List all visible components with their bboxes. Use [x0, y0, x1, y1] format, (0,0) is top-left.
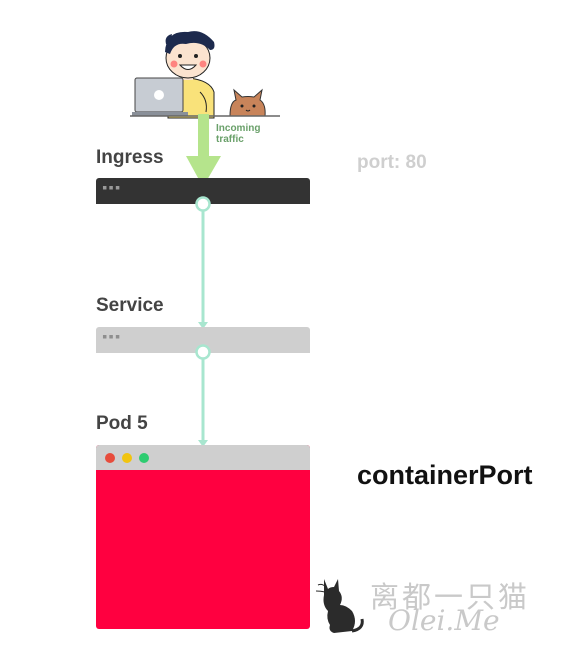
service-pod-arrowhead [198, 440, 208, 447]
laptop-icon [132, 77, 188, 116]
cat-silhouette-icon [316, 579, 364, 633]
cat-icon [229, 88, 266, 117]
service-bar-dots: ▪▪▪ [102, 332, 122, 342]
ingress-bar-dots: ▪▪▪ [102, 183, 122, 193]
ingress-port-circle [195, 196, 211, 212]
pod-window [96, 445, 310, 629]
container-port-label: containerPort [357, 460, 533, 490]
incoming-traffic-label: Incoming traffic [216, 123, 276, 145]
traffic-label-line2: traffic [216, 134, 244, 145]
user-illustration [130, 31, 280, 119]
traffic-arrow-shaft [198, 114, 209, 160]
port-label: port: 80 [357, 152, 427, 173]
pod-label: Pod 5 [96, 413, 148, 434]
ingress-label: Ingress [96, 147, 164, 168]
pod-titlebar [96, 445, 310, 470]
watermark-english: Olei.Me [388, 604, 500, 637]
service-port-circle [195, 344, 211, 360]
traffic-arrowhead [186, 156, 221, 187]
watermark-chinese: 离都一只猫 [370, 580, 531, 614]
window-minimize-dot [122, 453, 132, 463]
ingress-service-arrowhead [198, 322, 208, 329]
service-label: Service [96, 295, 164, 316]
traffic-label-line1: Incoming [216, 123, 261, 134]
window-close-dot [105, 453, 115, 463]
window-maximize-dot [139, 453, 149, 463]
